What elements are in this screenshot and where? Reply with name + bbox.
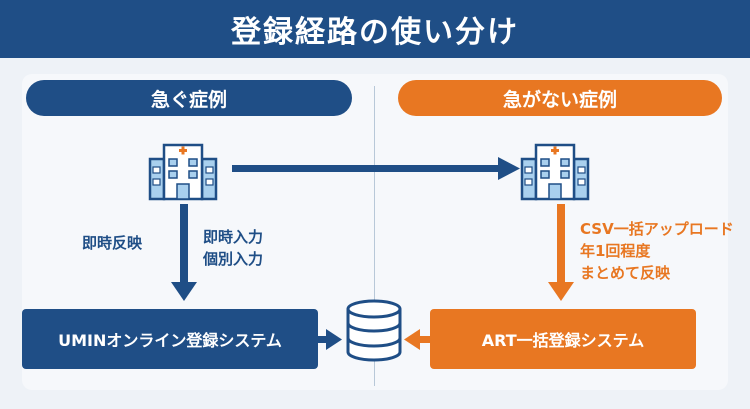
art-batch-registration-system: ART一括登録システム [430, 309, 696, 369]
umin-to-database-arrow [318, 329, 342, 350]
csv-upload-arrow [548, 204, 574, 301]
immediate-reflection-label: 即時反映 [82, 234, 143, 252]
header-banner: 登録経路の使い分け [0, 0, 750, 58]
immediate-input-arrow [171, 204, 197, 301]
center-divider [374, 86, 375, 386]
database-icon [346, 299, 402, 362]
batch-reflection-label: まとめて反映 [580, 264, 671, 282]
hospital-icon [520, 143, 590, 201]
immediate-input-label: 即時入力 [203, 228, 264, 246]
individual-input-label: 個別入力 [203, 250, 264, 268]
hospital-transfer-arrow [232, 157, 520, 180]
yearly-frequency-label: 年1回程度 [580, 242, 651, 260]
umin-online-registration-system: UMINオンライン登録システム [22, 309, 318, 369]
csv-upload-label: CSV一括アップロード [580, 220, 734, 238]
urgent-cases-pill: 急ぐ症例 [26, 80, 352, 116]
page-title: 登録経路の使い分け [231, 15, 519, 50]
hospital-icon [148, 143, 218, 201]
non-urgent-cases-pill: 急がない症例 [398, 80, 722, 116]
art-to-database-arrow [404, 329, 430, 350]
